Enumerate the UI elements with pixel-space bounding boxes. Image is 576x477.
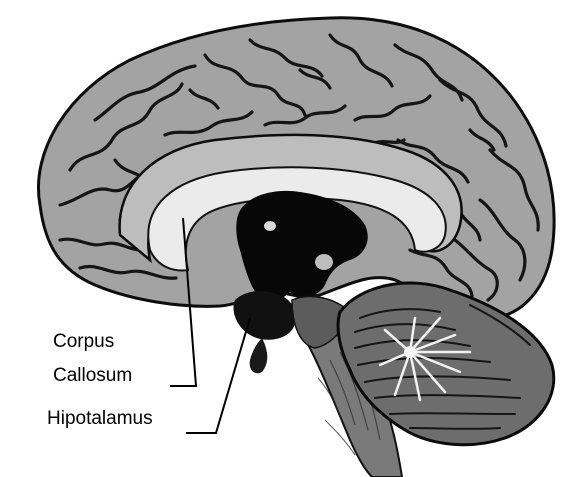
highlight-2 — [315, 254, 333, 270]
label-corpus-callosum-line2: Callosum — [53, 364, 132, 388]
hypothalamus-region — [233, 291, 295, 340]
label-corpus-callosum-line1: Corpus — [53, 330, 114, 354]
cerebellum-center — [404, 346, 416, 358]
highlight-1 — [264, 221, 276, 231]
pituitary — [250, 338, 268, 373]
label-hypothalamus: Hipotalamus — [47, 407, 153, 431]
